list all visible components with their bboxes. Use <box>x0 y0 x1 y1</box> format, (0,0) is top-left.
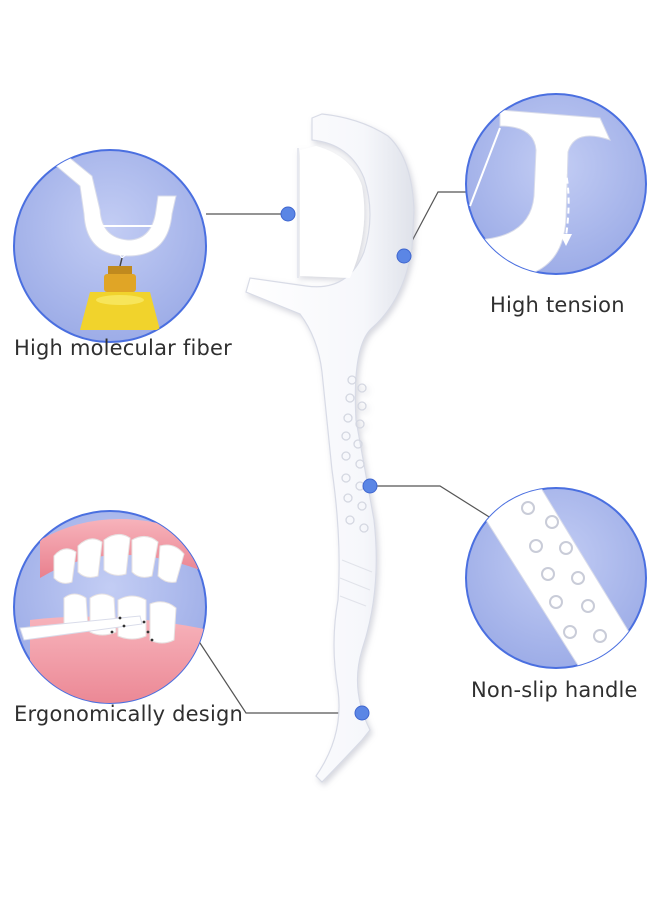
handle-detail-circle <box>465 487 647 669</box>
texture-dots <box>521 501 607 643</box>
floss-pick-image <box>245 113 415 783</box>
feature-label-tension: High tension <box>490 293 625 317</box>
callout-markers <box>280 206 412 721</box>
leader-line-ergo <box>197 639 362 714</box>
handle-texture <box>341 375 369 533</box>
leader-line-tension <box>403 191 466 257</box>
leader-line-handle <box>370 485 495 521</box>
feature-label-handle: Non-slip handle <box>471 678 638 702</box>
leader-lines <box>197 191 495 714</box>
ergonomic-detail-circle <box>13 510 207 704</box>
feature-label-fiber: High molecular fiber <box>14 336 232 360</box>
marker-ergo-icon <box>354 705 370 721</box>
marker-tension-icon <box>396 248 412 264</box>
tension-detail-circle <box>465 93 647 275</box>
feature-label-ergonomic: Ergonomically design <box>14 702 244 726</box>
marker-fiber-icon <box>280 206 296 222</box>
marker-handle-icon <box>362 478 378 494</box>
fiber-detail-circle <box>13 149 207 343</box>
